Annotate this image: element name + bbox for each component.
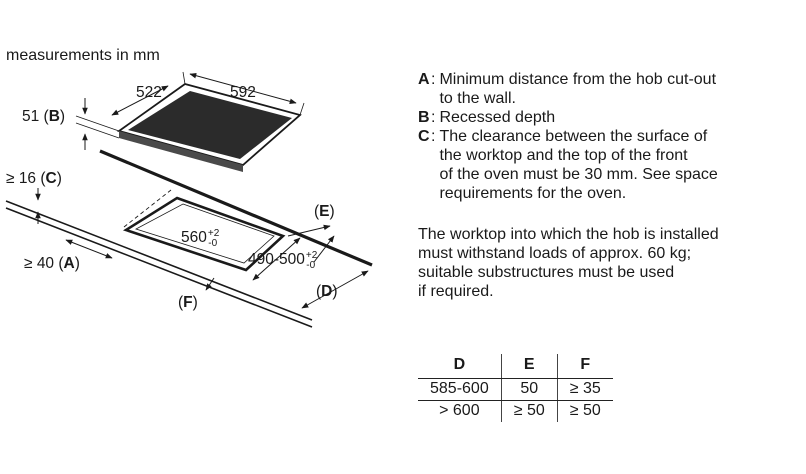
hob-outline: [116, 83, 302, 172]
recess-depth-label: 51 (B): [22, 108, 65, 125]
hob-width-label: 592: [230, 84, 256, 101]
wall-distance-label: ≥ 40 (A): [24, 255, 80, 272]
cutout-width-label: 560+2-0: [181, 228, 220, 249]
dimension-d-label: (D): [316, 283, 338, 300]
cutout-depth-dim-line: [252, 237, 301, 281]
dimension-f-arrow: [205, 277, 215, 291]
table-row: > 600 ≥ 50 ≥ 50: [418, 400, 613, 422]
dimension-f-label: (F): [178, 294, 198, 311]
hob-depth-dim-line: [111, 85, 169, 116]
worktop-load-note: The worktop into which the hob is instal…: [418, 226, 719, 300]
table-row: 585-600 50 ≥ 35: [418, 378, 613, 401]
units-note: measurements in mm: [6, 47, 160, 64]
legend: A: Minimum distance from the hob cut-out…: [418, 70, 798, 203]
clearance-table: D E F 585-600 50 ≥ 35 > 600 ≥ 50 ≥ 50: [418, 354, 613, 422]
worktop-thickness-label: ≥ 16 (C): [6, 170, 62, 187]
hob-cutout: [122, 196, 286, 272]
legend-item-a: A: Minimum distance from the hob cut-out…: [418, 71, 717, 107]
dimension-d-dim-line: [301, 270, 369, 309]
column-header-e: E: [500, 354, 558, 379]
hob-width-dim-line: [189, 72, 297, 105]
table-header-row: D E F: [418, 354, 613, 379]
wall-distance-dim-line: [65, 239, 113, 259]
hob-depth-label: 522: [136, 84, 162, 101]
dimension-e-label: (E): [314, 203, 335, 220]
column-header-f: F: [556, 354, 613, 379]
dimension-e-arrow: [287, 224, 331, 237]
column-header-d: D: [418, 354, 502, 379]
legend-item-c: C: The clearance between the surface of …: [418, 128, 718, 202]
legend-item-b: B: Recessed depth: [418, 109, 556, 126]
